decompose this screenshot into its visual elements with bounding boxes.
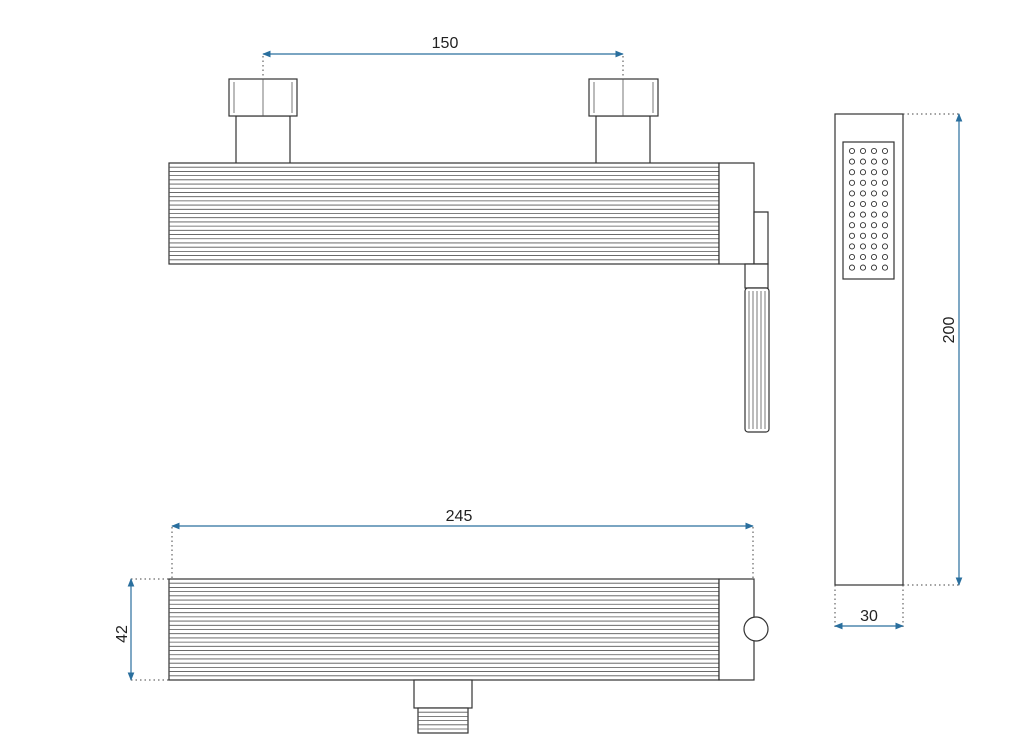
right-connector [588,78,659,165]
nozzle-dot [870,169,878,176]
nozzle-dot [870,200,878,208]
nozzle-dot [848,147,856,155]
nozzle-dot [870,253,878,261]
nozzle-dot [870,222,878,229]
nozzle-dot [848,200,856,208]
nozzle-dot [881,253,889,261]
nozzle-dot [848,169,856,176]
nozzle-dot [881,264,889,271]
dimension-label-42: 42 [114,625,131,643]
dimension-label-245: 245 [446,508,473,525]
nozzle-dot [859,211,867,218]
dimension-connection-spacing: 150 [262,35,624,79]
nozzle-dot [859,190,867,197]
top-view [168,578,769,734]
lever-pivot [743,616,769,642]
nozzle-dot [881,211,889,218]
nozzle-dot [848,179,856,186]
nozzle-dot [859,158,867,165]
dimension-label-200: 200 [941,317,958,344]
mixer-body-top [168,578,720,681]
nozzle-dot [881,190,889,197]
nozzle-dot [870,158,878,165]
nozzle-dot [870,147,878,155]
lever-handle [744,211,770,433]
nozzle-dot [870,211,878,218]
dimension-body-height: 42 [114,578,169,681]
nozzle-dot [870,243,878,250]
nozzle-dot [859,147,867,155]
dimension-body-length: 245 [171,508,754,579]
nozzle-dot [848,264,856,271]
nozzle-dot [881,169,889,176]
nozzle-dot [881,147,889,155]
spray-face [842,141,895,280]
nozzle-dot [848,158,856,165]
nozzle-dot [881,179,889,186]
end-cap-front [718,162,755,265]
nozzle-dot [848,232,856,239]
nozzle-dot [859,200,867,208]
outlet-fitting [413,679,473,734]
mixer-body-front [168,162,720,265]
nozzle-dot [881,232,889,239]
nozzle-dot [870,264,878,271]
nozzle-dot [870,190,878,197]
dimension-label-150: 150 [432,35,459,52]
dimension-label-30: 30 [860,608,878,625]
nozzle-dot [870,232,878,239]
nozzle-dot [848,243,856,250]
nozzle-dot [859,264,867,271]
nozzle-dot [848,190,856,197]
nozzle-dot [881,200,889,208]
dimension-hand-shower-width: 30 [834,585,904,630]
nozzle-dot [870,179,878,186]
nozzle-dot [848,222,856,229]
nozzle-dot [881,158,889,165]
nozzle-dot [859,243,867,250]
nozzle-dot [859,169,867,176]
nozzle-dot [848,253,856,261]
nozzle-dot [881,222,889,229]
nozzle-dot [859,179,867,186]
nozzle-dot [848,211,856,218]
nozzle-dot [859,253,867,261]
front-view [168,78,770,433]
nozzle-dot [859,222,867,229]
nozzle-dot [859,232,867,239]
dimension-hand-shower-length: 200 [903,113,963,586]
left-connector [228,78,298,165]
nozzle-dot [881,243,889,250]
hand-shower [834,113,904,586]
